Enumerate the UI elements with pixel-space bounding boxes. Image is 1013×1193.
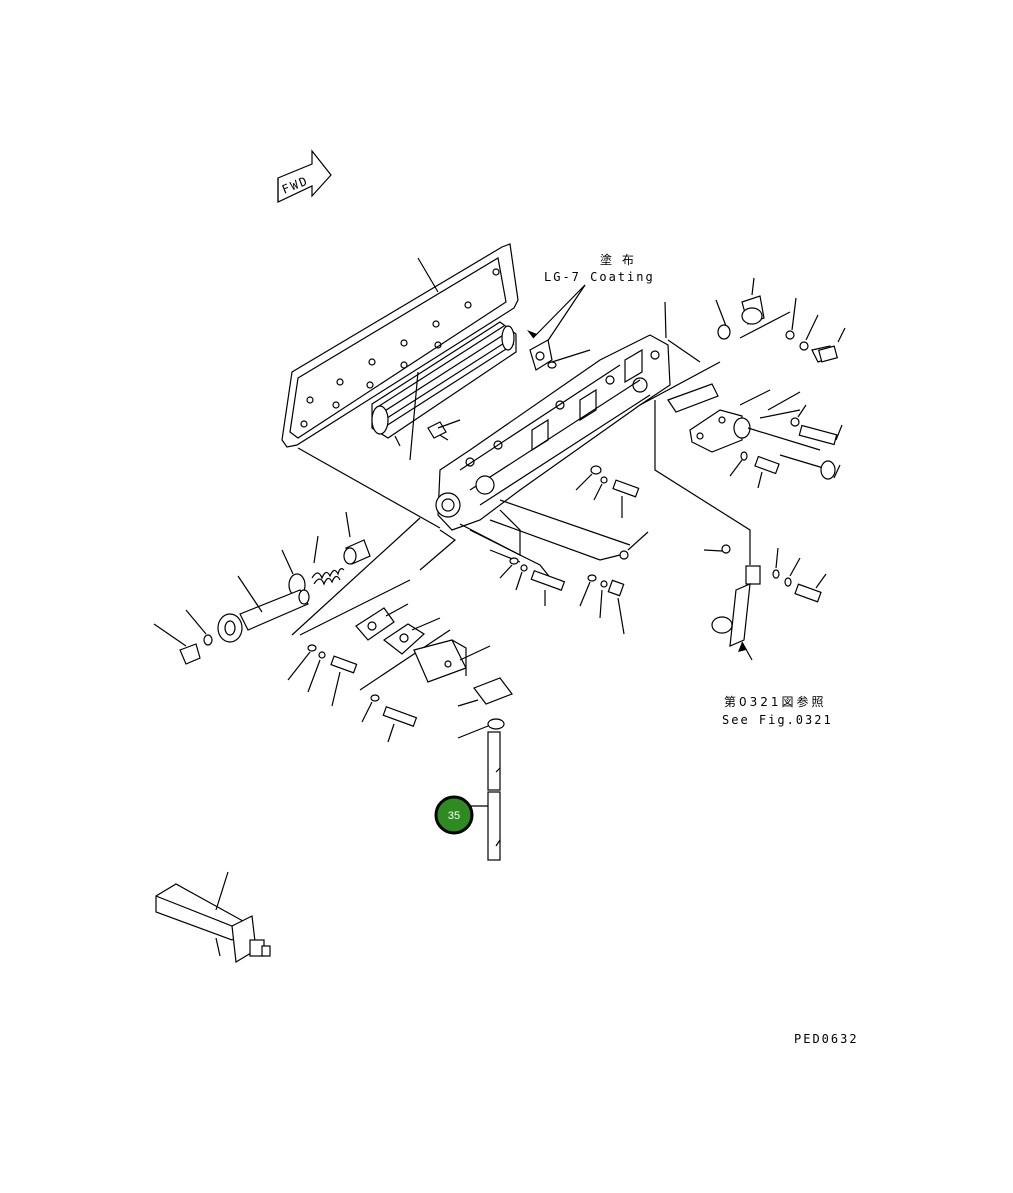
small-gasket (529, 339, 591, 371)
coating-note-en: LG-7 Coating (544, 270, 655, 284)
tubes (468, 731, 501, 861)
callout-35-label: 35 (448, 810, 460, 822)
see-fig-jp: 第0321図参照 (724, 694, 827, 709)
linkage-assembly (703, 544, 827, 661)
oil-cooler-housing (427, 301, 721, 531)
callout-35[interactable]: 35 (434, 795, 474, 835)
cover-gasket (281, 243, 519, 448)
oil-cooler-element (371, 321, 517, 461)
valve-assembly (153, 511, 371, 665)
see-fig-en: See Fig.0321 (722, 713, 833, 727)
lower-center-parts (287, 603, 513, 743)
callout-35-marker[interactable] (434, 795, 474, 835)
figure-code: PED0632 (794, 1032, 859, 1046)
center-bolts (499, 465, 649, 635)
upper-right-parts (667, 277, 846, 363)
right-middle-parts (667, 383, 843, 489)
tool (155, 871, 271, 963)
fwd-arrow-icon: FWD (277, 149, 332, 203)
coating-note-jp: 塗 布 (600, 252, 637, 267)
coating-arrows (527, 284, 586, 346)
